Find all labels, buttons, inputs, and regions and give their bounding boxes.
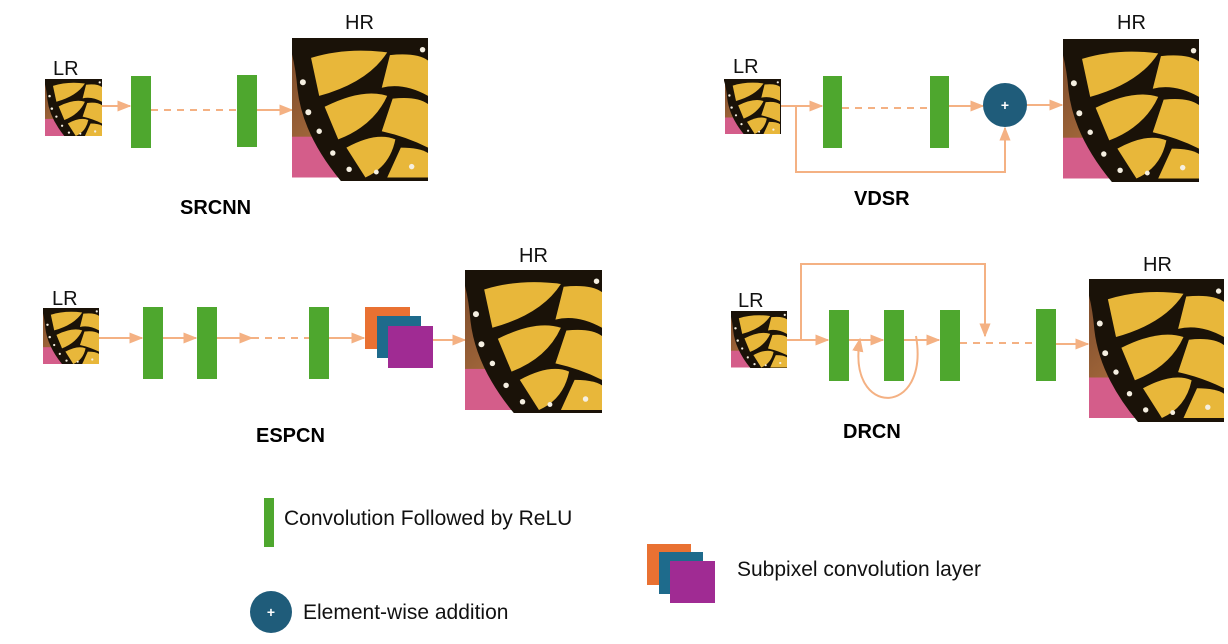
conv-relu-block (237, 75, 257, 147)
espcn-hr-image (465, 270, 602, 413)
vdsr-lr-label: LR (733, 56, 759, 78)
conv-relu-block (829, 310, 849, 381)
espcn-lr-image (43, 308, 99, 364)
vdsr-lr-image (724, 79, 781, 134)
conv-relu-block (823, 76, 842, 148)
conv-relu-block (309, 307, 329, 379)
srcnn-title: SRCNN (180, 197, 251, 219)
conv-relu-block (1036, 309, 1056, 381)
recursive-loop (852, 335, 919, 399)
espcn-panel: LR HR ESPCN (43, 245, 602, 447)
legend-conv-relu-label: Convolution Followed by ReLU (284, 507, 572, 530)
conv-relu-block (884, 310, 904, 381)
legend-subpixel-conv-label: Subpixel convolution layer (737, 558, 981, 581)
espcn-hr-label: HR (519, 245, 548, 267)
vdsr-hr-label: HR (1117, 12, 1146, 34)
legend: Convolution Followed by ReLU + Element-w… (250, 498, 981, 633)
srcnn-lr-label: LR (53, 58, 79, 80)
drcn-hr-label: HR (1143, 254, 1172, 276)
conv-relu-block (930, 76, 949, 148)
srcnn-panel: LR HR SRCNN (45, 12, 428, 219)
conv-relu-block (197, 307, 217, 379)
legend-conv-swatch (264, 498, 274, 547)
srcnn-lr-image (45, 79, 102, 136)
espcn-lr-label: LR (52, 288, 78, 310)
conv-relu-block (131, 76, 151, 148)
espcn-title: ESPCN (256, 425, 325, 447)
legend-element-wise-addition-label: Element-wise addition (303, 601, 508, 624)
plus-icon: + (267, 604, 275, 620)
conv-relu-block (143, 307, 163, 379)
vdsr-hr-image (1063, 39, 1199, 182)
element-wise-add-node (983, 83, 1027, 127)
drcn-hr-image (1089, 279, 1224, 422)
legend-subpixel-swatch (647, 544, 715, 603)
conv-relu-block (940, 310, 960, 381)
drcn-lr-label: LR (738, 290, 764, 312)
drcn-title: DRCN (843, 421, 901, 443)
subpixel-conv-layer (365, 307, 433, 368)
plus-icon: + (1001, 97, 1009, 113)
skip-connection (800, 263, 991, 340)
drcn-panel: LR HR DRCN (731, 254, 1224, 443)
srcnn-hr-label: HR (345, 12, 374, 34)
legend-add-swatch (250, 591, 292, 633)
drcn-lr-image (731, 311, 787, 368)
skip-connection (795, 106, 1011, 173)
srcnn-hr-image (292, 38, 428, 181)
vdsr-panel: LR + HR VDSR (724, 12, 1199, 210)
vdsr-title: VDSR (854, 188, 910, 210)
